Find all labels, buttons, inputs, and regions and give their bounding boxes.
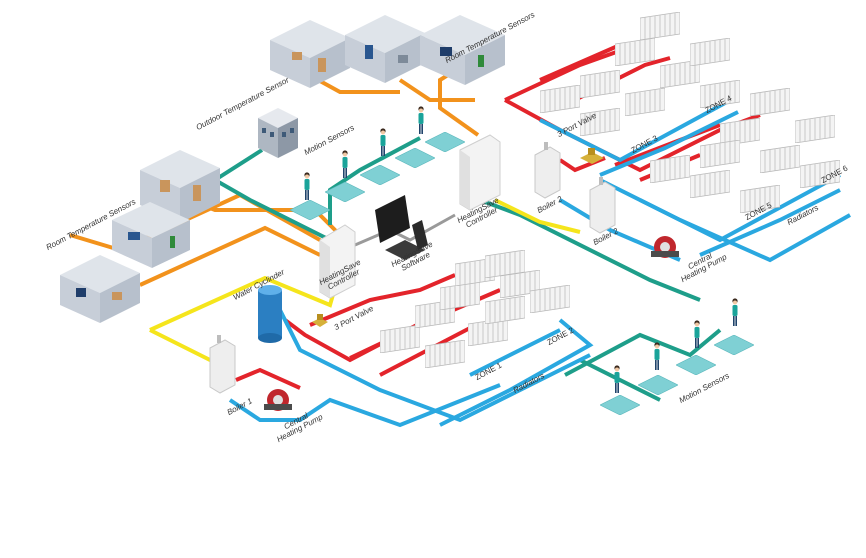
person-icon [694, 320, 700, 348]
office-room-icon [112, 202, 190, 268]
radiator-icon [485, 296, 525, 324]
radiator-icon [690, 170, 730, 198]
motion-sensors-top [290, 106, 465, 220]
person-icon [654, 342, 660, 370]
pump-icon [264, 389, 292, 411]
computer-icon [375, 195, 428, 260]
valve-icon [312, 314, 328, 327]
radiator-icon [540, 85, 580, 113]
radiator-icon [700, 140, 740, 168]
pump-icon [651, 236, 679, 258]
boiler-icon [589, 177, 616, 234]
motion-sensor-tile [425, 132, 465, 152]
person-icon [418, 106, 424, 134]
person-icon [380, 128, 386, 156]
motion-sensor-tile [714, 335, 754, 355]
motion-sensor-tile [395, 148, 435, 168]
motion-sensor-tile [676, 355, 716, 375]
radiator-icon [380, 325, 420, 353]
right-return-pipes [539, 94, 851, 263]
radiator-icon [795, 115, 835, 143]
radiator-icon [580, 70, 620, 98]
left-return-pipes [228, 309, 594, 428]
building-icon [258, 108, 298, 158]
radiator-icon [615, 38, 655, 66]
radiator-icon [690, 38, 730, 66]
radiator-icon [425, 340, 465, 368]
office-room-icon [420, 15, 505, 85]
boiler-icon [209, 335, 236, 394]
person-icon [342, 150, 348, 178]
person-icon [304, 172, 310, 200]
radiator-icon [750, 88, 790, 116]
controller-box-icon [459, 134, 501, 211]
person-icon [614, 365, 620, 393]
water-cylinder-icon [258, 285, 282, 343]
person-icon [732, 298, 738, 326]
motion-sensor-tile [600, 395, 640, 415]
office-room-icon [270, 20, 350, 88]
valve-icon [580, 148, 604, 164]
controller-box-icon [319, 224, 356, 299]
radiator-icon [650, 155, 690, 183]
office-room-icon [140, 150, 220, 223]
office-room-icon [60, 255, 140, 323]
radiators-right [540, 12, 840, 213]
radiator-icon [440, 282, 480, 310]
radiator-icon [625, 88, 665, 116]
radiator-icon [760, 145, 800, 173]
grey-data-lines [354, 213, 456, 247]
radiator-icon [640, 12, 680, 40]
boiler-icon [534, 142, 561, 199]
office-room-icon [345, 15, 425, 83]
